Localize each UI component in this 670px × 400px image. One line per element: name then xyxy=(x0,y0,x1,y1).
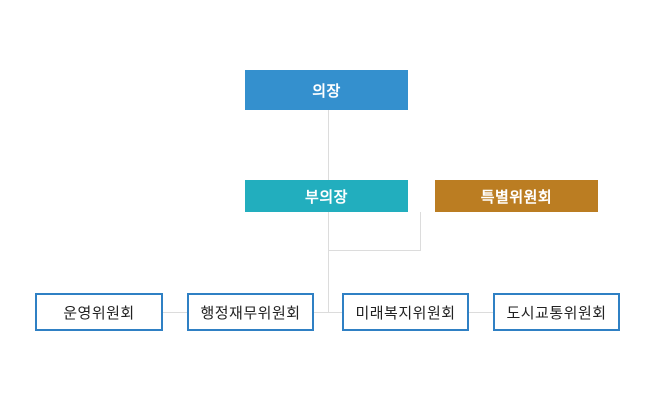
node-committee-future-welfare[interactable]: 미래복지위원회 xyxy=(342,293,469,331)
connector-committee-link-1 xyxy=(163,312,187,313)
node-committee-administration-finance[interactable]: 행정재무위원회 xyxy=(187,293,314,331)
connector-committee-link-2 xyxy=(314,312,342,313)
node-chair[interactable]: 의장 xyxy=(245,70,408,110)
connector-special-committee-horizontal xyxy=(328,250,421,251)
node-committee-operations[interactable]: 운영위원회 xyxy=(35,293,163,331)
connector-vice-chair-trunk-upper xyxy=(328,212,329,251)
connector-trunk-to-committee-row xyxy=(328,250,329,312)
connector-chair-to-vice-chair xyxy=(328,110,329,180)
node-vice-chair[interactable]: 부의장 xyxy=(245,180,408,212)
node-special-committee[interactable]: 특별위원회 xyxy=(435,180,598,212)
connector-committee-link-3 xyxy=(469,312,493,313)
connector-special-committee-vertical xyxy=(420,212,421,251)
node-committee-urban-transport[interactable]: 도시교통위원회 xyxy=(493,293,620,331)
